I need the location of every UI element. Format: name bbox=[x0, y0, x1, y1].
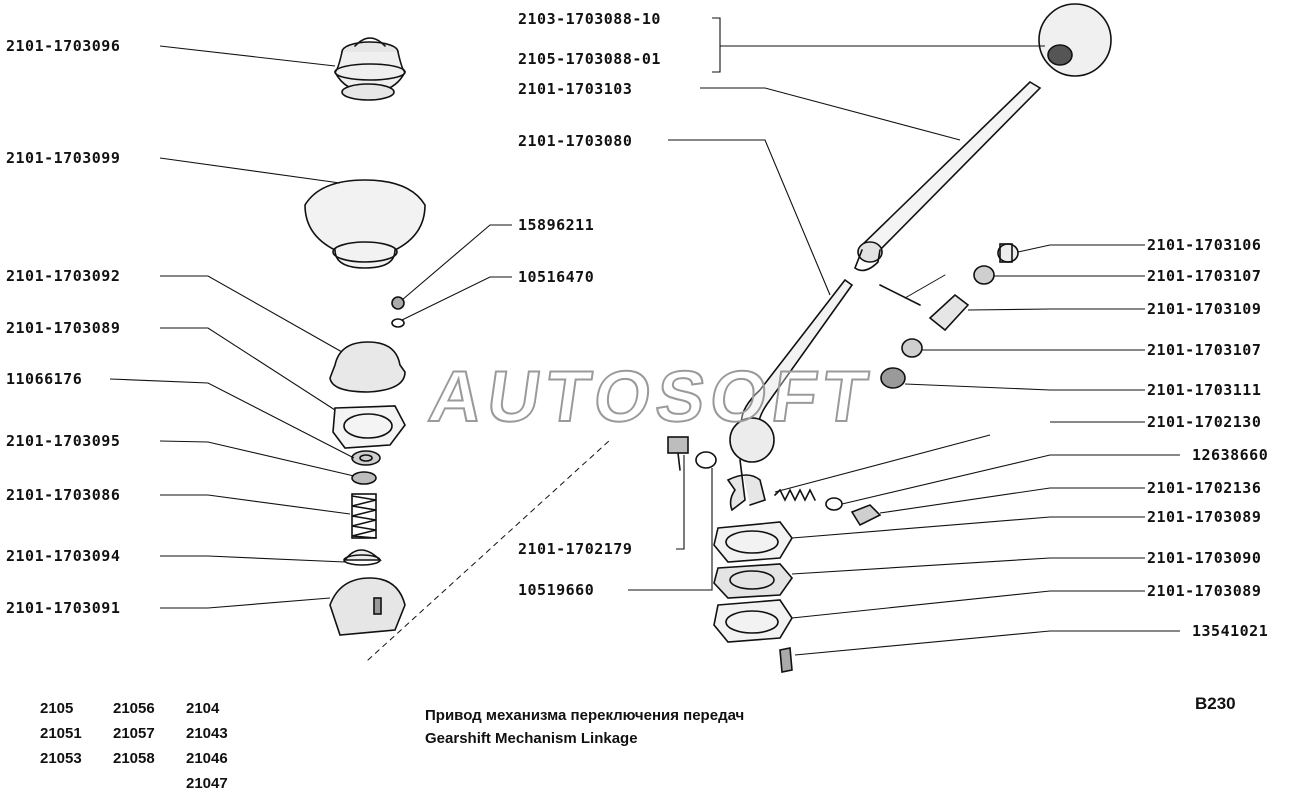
part-label: 2101-1703099 bbox=[6, 149, 121, 167]
lever-lower bbox=[726, 278, 854, 512]
half-ball bbox=[343, 549, 382, 566]
part-label: 2101-1703089 bbox=[6, 319, 121, 337]
ball-base bbox=[329, 577, 406, 636]
watermark-text: AUTOSOFT bbox=[423, 356, 879, 438]
washer-10519660 bbox=[695, 451, 717, 469]
part-label: 2101-1703096 bbox=[6, 37, 121, 55]
leader-lines bbox=[109, 17, 1180, 656]
screw-1702136 bbox=[850, 504, 882, 527]
small-nut bbox=[391, 296, 405, 328]
part-label: 2105-1703088-01 bbox=[518, 50, 661, 68]
spring-seat bbox=[351, 471, 377, 485]
part-label: 15896211 bbox=[518, 216, 595, 234]
part-label: 2101-1703089 bbox=[1147, 582, 1262, 600]
model-code: 21047 bbox=[186, 775, 228, 792]
plate-1703090 bbox=[713, 563, 794, 599]
rubber-boot-large bbox=[304, 179, 426, 269]
part-label: 2101-1703091 bbox=[6, 599, 121, 617]
model-code: 21043 bbox=[186, 725, 228, 742]
part-label: 2101-1703095 bbox=[6, 432, 121, 450]
shift-knob bbox=[1038, 3, 1112, 77]
washer-left bbox=[351, 450, 381, 466]
model-code: 21053 bbox=[40, 750, 82, 767]
part-label: 2101-1703111 bbox=[1147, 381, 1262, 399]
model-code: 2105 bbox=[40, 700, 74, 717]
part-label: 2101-1702136 bbox=[1147, 479, 1262, 497]
lever-rod bbox=[854, 80, 1042, 272]
diagram-code: B230 bbox=[1195, 694, 1236, 713]
bushing-1703107b bbox=[901, 338, 923, 358]
caption-en: Gearshift Mechanism Linkage bbox=[425, 730, 638, 747]
part-label: 2101-1703107 bbox=[1147, 267, 1262, 285]
bushing-1703106 bbox=[997, 243, 1019, 263]
model-column: 21056 21057 21058 bbox=[113, 700, 183, 775]
model-code: 21051 bbox=[40, 725, 82, 742]
spring-1702130 bbox=[774, 488, 816, 502]
caption-ru: Привод механизма переключения передач bbox=[425, 707, 745, 724]
part-label: 10519660 bbox=[518, 581, 595, 599]
part-label: 2101-1702130 bbox=[1147, 413, 1262, 431]
model-code: 21046 bbox=[186, 750, 228, 767]
pin-13541021 bbox=[779, 647, 793, 673]
part-label: 2101-1703107 bbox=[1147, 341, 1262, 359]
part-label: 2101-1703094 bbox=[6, 547, 121, 565]
part-label: 2101-1702179 bbox=[518, 540, 633, 558]
bushing-1703111 bbox=[880, 367, 906, 389]
gasket-1703089-lower bbox=[713, 599, 793, 643]
bushing-1703107a bbox=[973, 265, 995, 285]
model-code: 21057 bbox=[113, 725, 155, 742]
spring-left bbox=[351, 493, 377, 539]
washer-12638660 bbox=[825, 497, 843, 511]
rubber-boot-small bbox=[333, 37, 407, 101]
part-label: 2101-1703090 bbox=[1147, 549, 1262, 567]
model-code: 2104 bbox=[186, 700, 220, 717]
part-label: 13541021 bbox=[1192, 622, 1269, 640]
ball-cap bbox=[329, 341, 406, 393]
model-code: 21056 bbox=[113, 700, 155, 717]
part-label: 2101-1703086 bbox=[6, 486, 121, 504]
bushing-1703109 bbox=[928, 293, 970, 332]
model-column: 2104 21043 21046 21047 bbox=[186, 700, 256, 800]
part-label: 10516470 bbox=[518, 268, 595, 286]
part-label: 12638660 bbox=[1192, 446, 1269, 464]
part-label: 2101-1703089 bbox=[1147, 508, 1262, 526]
gasket-left bbox=[332, 405, 406, 449]
model-code: 21058 bbox=[113, 750, 155, 767]
model-column: 2105 21051 21053 bbox=[40, 700, 110, 775]
bolt-1702179 bbox=[667, 436, 689, 471]
part-label: 2101-1703109 bbox=[1147, 300, 1262, 318]
part-label: 2101-1703103 bbox=[518, 80, 633, 98]
part-label: 2101-1703092 bbox=[6, 267, 121, 285]
part-label: 2103-1703088-10 bbox=[518, 10, 661, 28]
part-label: 11066176 bbox=[6, 370, 83, 388]
gasket-1703089-upper bbox=[713, 521, 793, 563]
part-label: 2101-1703080 bbox=[518, 132, 633, 150]
diagram-caption: Привод механизма переключения передач Ge… bbox=[425, 704, 744, 750]
part-label: 2101-1703106 bbox=[1147, 236, 1262, 254]
